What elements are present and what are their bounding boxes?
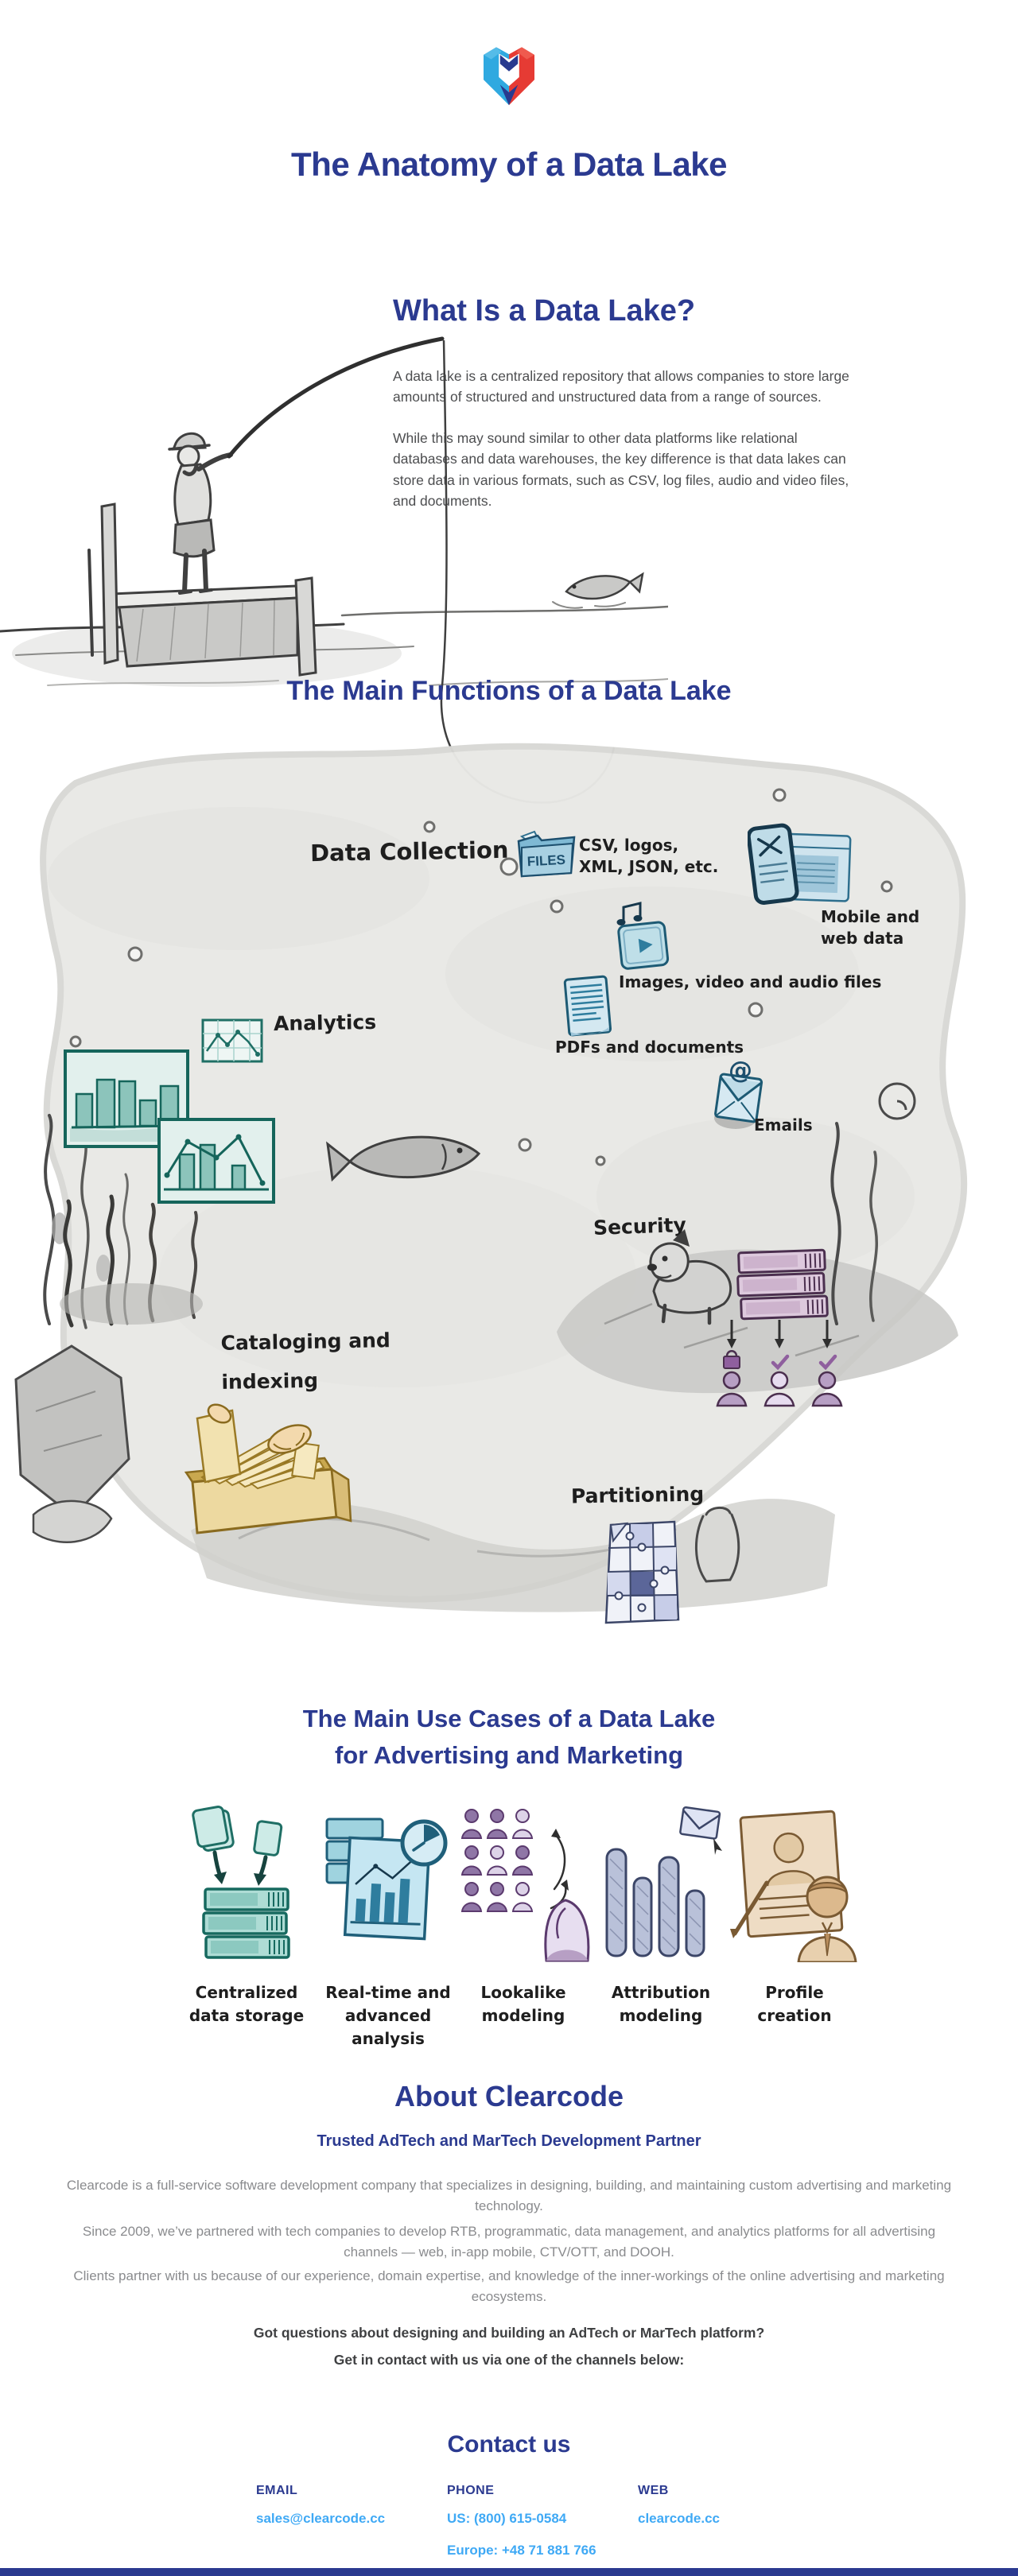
files-folder-icon: FILES bbox=[517, 830, 576, 878]
analytics-combo-chart-icon bbox=[157, 1118, 275, 1204]
mobile-web-label: Mobile and web data bbox=[821, 907, 920, 948]
partitioning-puzzle-icon bbox=[604, 1520, 680, 1624]
contact-email-label: EMAIL bbox=[256, 2484, 298, 2497]
about-paragraph-1: Clearcode is a full-service software dev… bbox=[66, 2178, 952, 2214]
audience-lookalike-icon bbox=[460, 1809, 590, 1962]
analytics-label: Analytics bbox=[273, 1010, 377, 1036]
contact-heading: Contact us bbox=[447, 2431, 571, 2458]
pdfs-documents-icon bbox=[563, 975, 612, 1037]
person-profile-icon bbox=[730, 1810, 857, 1962]
about-heading: About Clearcode bbox=[394, 2080, 624, 2112]
use-case-label-attribution-modeling: Attribution modeling bbox=[611, 1983, 711, 2025]
partitioning-label: Partitioning bbox=[570, 1482, 705, 1508]
mobile-web-icon bbox=[748, 823, 852, 905]
use-case-label-real-time-analysis: Real-time and advanced analysis bbox=[325, 1983, 451, 2048]
contact-web-link[interactable]: clearcode.cc bbox=[638, 2511, 721, 2526]
footer-accent-bar bbox=[0, 2568, 1018, 2576]
use-cases-heading-line-1: The Main Use Cases of a Data Lake bbox=[302, 1705, 716, 1732]
files-folder-text: FILES bbox=[526, 852, 565, 869]
clearcode-logo bbox=[484, 47, 534, 106]
bars-envelope-icon bbox=[605, 1806, 722, 1957]
access-users-icon bbox=[716, 1320, 843, 1407]
contact-phone-label: PHONE bbox=[447, 2484, 495, 2497]
fisherman-illustration bbox=[0, 336, 668, 804]
analytics-bar-chart-icon bbox=[64, 1049, 189, 1148]
what-is-paragraph-2: While this may sound similar to other da… bbox=[393, 430, 849, 509]
use-cases-heading-line-2: for Advertising and Marketing bbox=[334, 1741, 684, 1769]
server-inbound-arrows-icon bbox=[192, 1806, 290, 1959]
data-collection-label: Data Collection bbox=[309, 836, 509, 867]
analytics-line-chart-icon bbox=[201, 1018, 263, 1063]
contact-web-label: WEB bbox=[638, 2484, 669, 2497]
media-files-icon bbox=[616, 902, 670, 970]
about-paragraph-2: Since 2009, we’ve partnered with tech co… bbox=[82, 2224, 936, 2260]
media-files-label: Images, video and audio files bbox=[619, 972, 882, 991]
contact-phone-europe-link[interactable]: Europe: +48 71 881 766 bbox=[447, 2543, 596, 2558]
use-case-label-centralized-storage: Centralized data storage bbox=[188, 1983, 305, 2025]
contact-email-link[interactable]: sales@clearcode.cc bbox=[256, 2511, 386, 2526]
about-paragraph-3: Clients partner with us because of our e… bbox=[73, 2268, 945, 2305]
pdfs-documents-label: PDFs and documents bbox=[555, 1038, 744, 1057]
card-catalog-icon bbox=[184, 1403, 352, 1534]
functions-heading: The Main Functions of a Data Lake bbox=[286, 676, 732, 706]
lake-illustration bbox=[14, 743, 968, 1612]
page-title: The Anatomy of a Data Lake bbox=[291, 145, 727, 183]
use-case-label-lookalike-modeling: Lookalike modeling bbox=[480, 1983, 566, 2025]
chart-clock-icon bbox=[325, 1818, 448, 1941]
at-symbol-text: @ bbox=[729, 1057, 752, 1084]
contact-phone-us-link[interactable]: US: (800) 615-0584 bbox=[447, 2511, 567, 2526]
about-tagline: Trusted AdTech and MarTech Development P… bbox=[317, 2132, 701, 2150]
emails-label: Emails bbox=[754, 1115, 813, 1135]
security-server-icon bbox=[736, 1248, 829, 1321]
file-types-label: CSV, logos, XML, JSON, etc. bbox=[579, 836, 719, 876]
guard-dog-icon bbox=[647, 1229, 732, 1325]
about-cta-question: Got questions about designing and buildi… bbox=[253, 2325, 765, 2341]
what-is-heading: What Is a Data Lake? bbox=[393, 294, 696, 328]
use-case-label-profile-creation: Profile creation bbox=[757, 1983, 832, 2025]
about-cta-action: Get in contact with us via one of the ch… bbox=[333, 2352, 685, 2368]
emails-icon: @ bbox=[714, 1057, 764, 1129]
what-is-paragraph-1: A data lake is a centralized repository … bbox=[393, 368, 849, 405]
